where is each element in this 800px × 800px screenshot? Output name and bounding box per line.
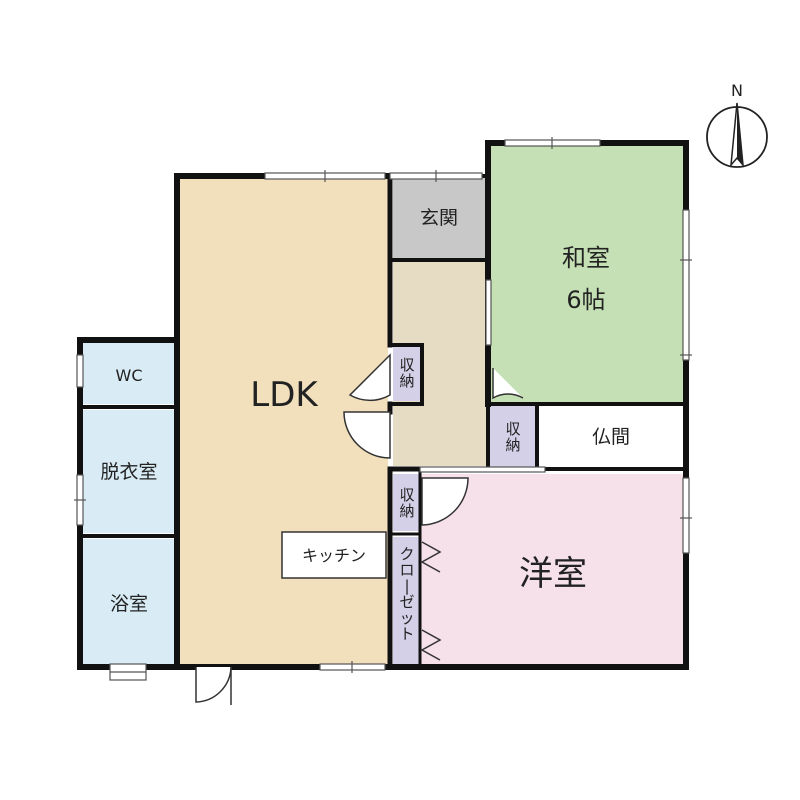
wc-room (83, 343, 175, 404)
compass-icon: N (706, 81, 768, 168)
storage-1-label: 収納 (399, 356, 414, 390)
wc-label: WC (116, 366, 143, 385)
yoshitsu-room (418, 474, 683, 664)
storage-1 (393, 345, 420, 401)
storage-3 (393, 474, 420, 531)
washitsu-room (490, 146, 683, 402)
kitchen-counter (281, 531, 387, 579)
compass-north-label: N (731, 81, 743, 100)
datsuishitsu-label: 脱衣室 (100, 461, 157, 483)
datsuishitsu-room (83, 410, 175, 533)
genkan-label: 玄関 (420, 207, 458, 229)
yoshitsu-label: 洋室 (519, 554, 587, 594)
kitchen-label: キッチン (302, 546, 366, 565)
washitsu-label-line2: 6帖 (566, 286, 605, 314)
closet (393, 537, 420, 664)
butsuma-room (540, 405, 683, 467)
butsuma-label: 仏間 (592, 426, 630, 448)
closet-label: クロ|ゼット (399, 545, 414, 643)
yokushitsu-label: 浴室 (110, 593, 148, 615)
windows (74, 137, 692, 681)
yokushitsu-room (83, 539, 175, 664)
doors (195, 353, 524, 705)
storage-3-label: 収納 (399, 486, 414, 520)
ldk-label: LDK (250, 375, 319, 415)
storage-2-label: 収納 (505, 420, 520, 454)
storage-2 (490, 405, 535, 467)
genkan-room (393, 178, 486, 258)
washitsu-label-line1: 和室 (562, 244, 610, 272)
